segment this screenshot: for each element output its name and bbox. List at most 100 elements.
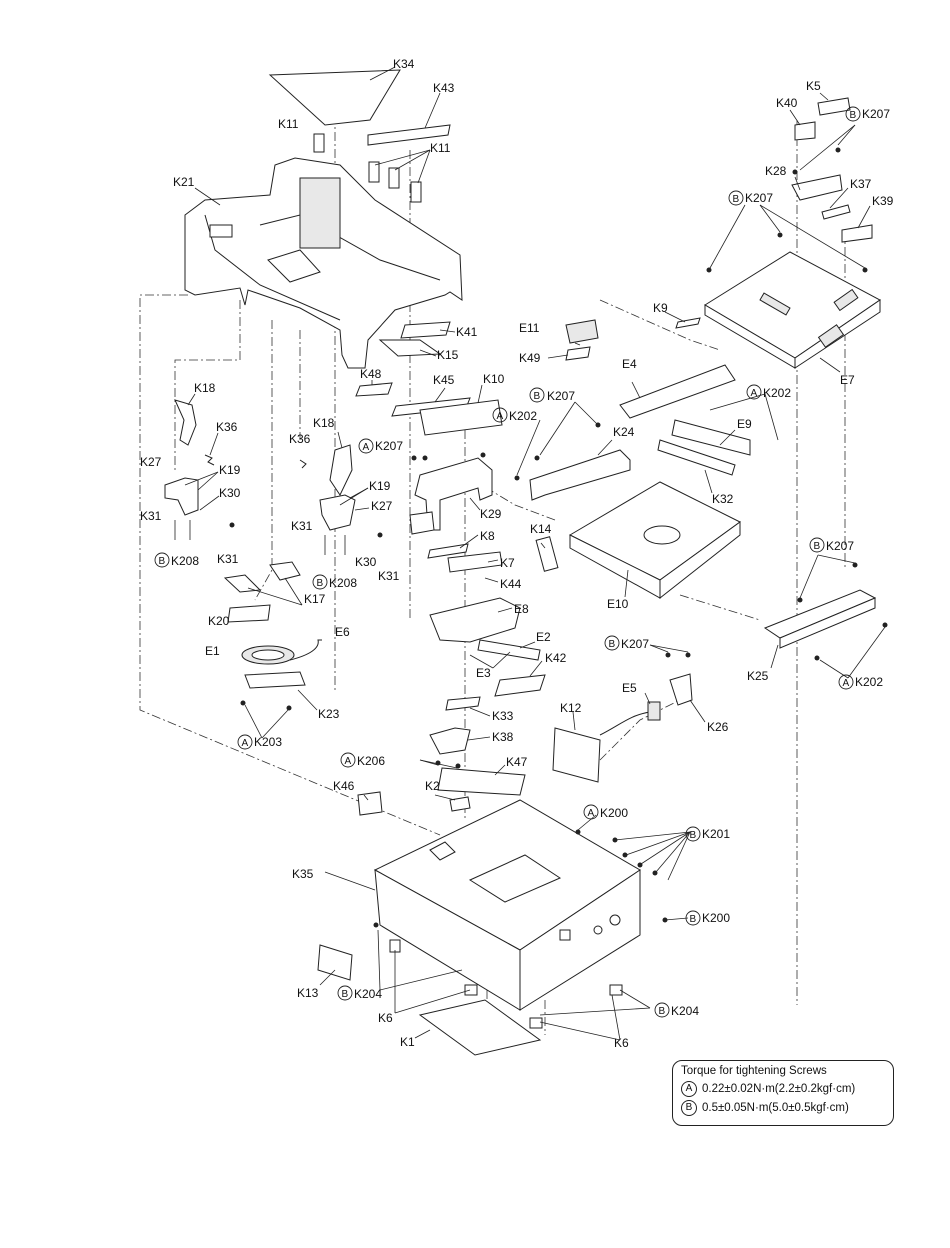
cable-e5 bbox=[552, 673, 693, 783]
label-e2: E2 bbox=[536, 630, 551, 644]
label-e9: E9 bbox=[737, 417, 752, 431]
mark-b-icon: B bbox=[681, 1100, 697, 1116]
label-k11: K11 bbox=[278, 117, 299, 131]
optical-drive-e10 bbox=[535, 481, 741, 600]
label-k28: K28 bbox=[765, 164, 787, 178]
label-k9: K9 bbox=[653, 301, 668, 315]
label-k20: K20 bbox=[208, 614, 230, 628]
top-small-parts bbox=[268, 69, 503, 436]
svg-text:B: B bbox=[814, 541, 821, 552]
svg-text:B: B bbox=[659, 1006, 666, 1017]
label-k10: K10 bbox=[483, 372, 505, 386]
svg-text:A: A bbox=[497, 411, 504, 422]
label-k21: K21 bbox=[173, 175, 195, 189]
svg-text:B: B bbox=[690, 830, 697, 841]
chassis-k35 bbox=[317, 799, 641, 1056]
label-k31: K31 bbox=[378, 569, 400, 583]
label-k204: K204 bbox=[671, 1004, 699, 1018]
label-k201: K201 bbox=[702, 827, 730, 841]
svg-text:B: B bbox=[317, 578, 324, 589]
torque-value-b: 0.5±0.05N·m(5.0±0.5kgf·cm) bbox=[702, 1102, 849, 1114]
label-k207: K207 bbox=[745, 191, 773, 205]
svg-text:B: B bbox=[342, 989, 349, 1000]
torque-row-a: A 0.22±0.02N·m(2.2±0.2kgf·cm) bbox=[681, 1081, 885, 1097]
label-k6: K6 bbox=[614, 1036, 629, 1050]
label-k34: K34 bbox=[393, 57, 415, 71]
svg-text:A: A bbox=[751, 388, 758, 399]
label-k202: K202 bbox=[855, 675, 883, 689]
label-k6: K6 bbox=[378, 1011, 393, 1025]
svg-text:B: B bbox=[534, 391, 541, 402]
cable-e4 bbox=[619, 364, 736, 419]
leader-lines bbox=[184, 66, 886, 1041]
label-k39: K39 bbox=[872, 194, 894, 208]
board-e7 bbox=[675, 97, 881, 369]
svg-text:A: A bbox=[242, 738, 249, 749]
label-k19: K19 bbox=[219, 463, 241, 477]
label-k32: K32 bbox=[712, 492, 734, 506]
label-k14: K14 bbox=[530, 522, 552, 536]
svg-text:B: B bbox=[850, 110, 857, 121]
label-k27: K27 bbox=[140, 455, 162, 469]
label-k1: K1 bbox=[400, 1035, 415, 1049]
label-k38: K38 bbox=[492, 730, 514, 744]
part-labels: K34 K43 K11 K11 K21 K41 K15 K48 K45 K10 … bbox=[140, 57, 894, 1050]
label-k41: K41 bbox=[456, 325, 478, 339]
label-k19: K19 bbox=[369, 479, 391, 493]
label-k17: K17 bbox=[304, 592, 326, 606]
label-e8: E8 bbox=[514, 602, 529, 616]
label-k48: K48 bbox=[360, 367, 382, 381]
svg-text:B: B bbox=[159, 556, 166, 567]
label-e4: E4 bbox=[622, 357, 637, 371]
label-k36: K36 bbox=[216, 420, 238, 434]
label-k5: K5 bbox=[806, 79, 821, 93]
label-k8: K8 bbox=[480, 529, 495, 543]
label-k31: K31 bbox=[217, 552, 239, 566]
label-k200: K200 bbox=[702, 911, 730, 925]
label-e1: E1 bbox=[205, 644, 220, 658]
label-k202: K202 bbox=[763, 386, 791, 400]
label-k206: K206 bbox=[357, 754, 385, 768]
label-k208: K208 bbox=[171, 554, 199, 568]
bracket-e9 bbox=[657, 419, 751, 476]
label-k40: K40 bbox=[776, 96, 798, 110]
label-k35: K35 bbox=[292, 867, 314, 881]
label-k27: K27 bbox=[371, 499, 393, 513]
connector-e11 bbox=[565, 319, 599, 361]
top-cover-k21 bbox=[184, 157, 463, 369]
label-k45: K45 bbox=[433, 373, 455, 387]
label-k207: K207 bbox=[375, 439, 403, 453]
label-e10: E10 bbox=[607, 597, 629, 611]
label-k37: K37 bbox=[850, 177, 872, 191]
label-e11: E11 bbox=[519, 321, 540, 335]
label-e7: E7 bbox=[840, 373, 855, 387]
label-k208: K208 bbox=[329, 576, 357, 590]
label-k207: K207 bbox=[826, 539, 854, 553]
label-k43: K43 bbox=[433, 81, 455, 95]
torque-legend: Torque for tightening Screws A 0.22±0.02… bbox=[672, 1060, 894, 1126]
label-k24: K24 bbox=[613, 425, 635, 439]
label-e6: E6 bbox=[335, 625, 350, 639]
label-k30: K30 bbox=[219, 486, 241, 500]
label-k26: K26 bbox=[707, 720, 729, 734]
label-k11: K11 bbox=[430, 141, 451, 155]
label-k202: K202 bbox=[509, 409, 537, 423]
mark-a-icon: A bbox=[681, 1081, 697, 1097]
left-speaker-brackets bbox=[164, 399, 356, 623]
svg-text:A: A bbox=[843, 678, 850, 689]
svg-text:A: A bbox=[363, 442, 370, 453]
label-k33: K33 bbox=[492, 709, 514, 723]
label-k44: K44 bbox=[500, 577, 522, 591]
label-k49: K49 bbox=[519, 351, 541, 365]
label-k12: K12 bbox=[560, 701, 582, 715]
label-k207: K207 bbox=[862, 107, 890, 121]
center-board-parts bbox=[357, 543, 546, 816]
label-k18: K18 bbox=[313, 416, 335, 430]
label-k15: K15 bbox=[437, 348, 459, 362]
speaker-assembly bbox=[241, 639, 322, 689]
torque-legend-title: Torque for tightening Screws bbox=[681, 1065, 827, 1077]
label-k25: K25 bbox=[747, 669, 769, 683]
label-k46: K46 bbox=[333, 779, 355, 793]
label-k31: K31 bbox=[291, 519, 313, 533]
